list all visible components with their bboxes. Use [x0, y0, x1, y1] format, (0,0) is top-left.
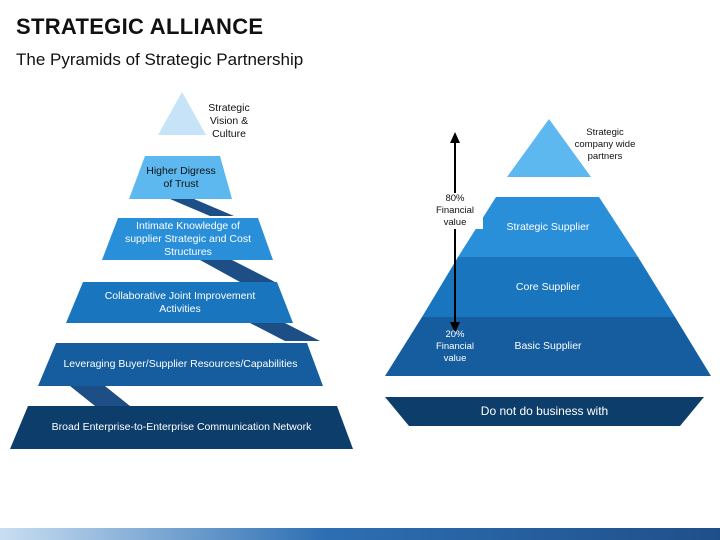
left-tier-3: [66, 282, 293, 323]
right-tier-core: [422, 257, 675, 317]
arrow-head-down: [450, 322, 460, 333]
page-subtitle: The Pyramids of Strategic Partnership: [16, 50, 304, 69]
page-title: STRATEGIC ALLIANCE: [16, 14, 264, 39]
right-tier-top: [507, 119, 591, 177]
arrow-head-up: [450, 132, 460, 143]
left-top-label: Strategic Vision & Culture: [208, 101, 250, 140]
right-tier-basic-label: Basic Supplier: [514, 340, 582, 352]
annotation-80-percent: 80% Financial value: [427, 193, 483, 229]
right-tier-strategic: [458, 197, 638, 257]
right-tier-basic: [385, 317, 711, 376]
left-tier-2: [102, 218, 273, 260]
right-top-label: Strategic company wide partners: [574, 127, 636, 162]
left-tier-4-label: Leveraging Buyer/Supplier Resources/Capa…: [63, 358, 298, 370]
left-connector-4: [70, 386, 130, 406]
right-tier-strategic-label: Strategic Supplier: [506, 220, 590, 233]
left-tier-2-label: Intimate Knowledge of supplier Strategic…: [124, 219, 252, 258]
left-tier-1: [129, 156, 232, 199]
left-tier-4: [38, 343, 323, 386]
right-base-label: Do not do business with: [480, 404, 609, 418]
left-tier-5-label: Broad Enterprise-to-Enterprise Communica…: [51, 421, 312, 433]
left-connector-1: [170, 199, 234, 216]
footer-gradient-bar: [0, 528, 720, 540]
left-tier-3-label: Collaborative Joint Improvement Activiti…: [104, 289, 256, 315]
annotation-20-percent: 20% Financial value: [435, 329, 475, 364]
right-tier-core-label: Core Supplier: [515, 280, 581, 293]
left-tier-1-label: Higher Digress of Trust: [146, 164, 216, 190]
left-connector-2: [200, 260, 275, 282]
left-connector-3: [250, 323, 320, 341]
left-tier-5: [10, 406, 353, 449]
right-base-bar: [385, 397, 704, 426]
left-tier-top: [158, 92, 206, 135]
